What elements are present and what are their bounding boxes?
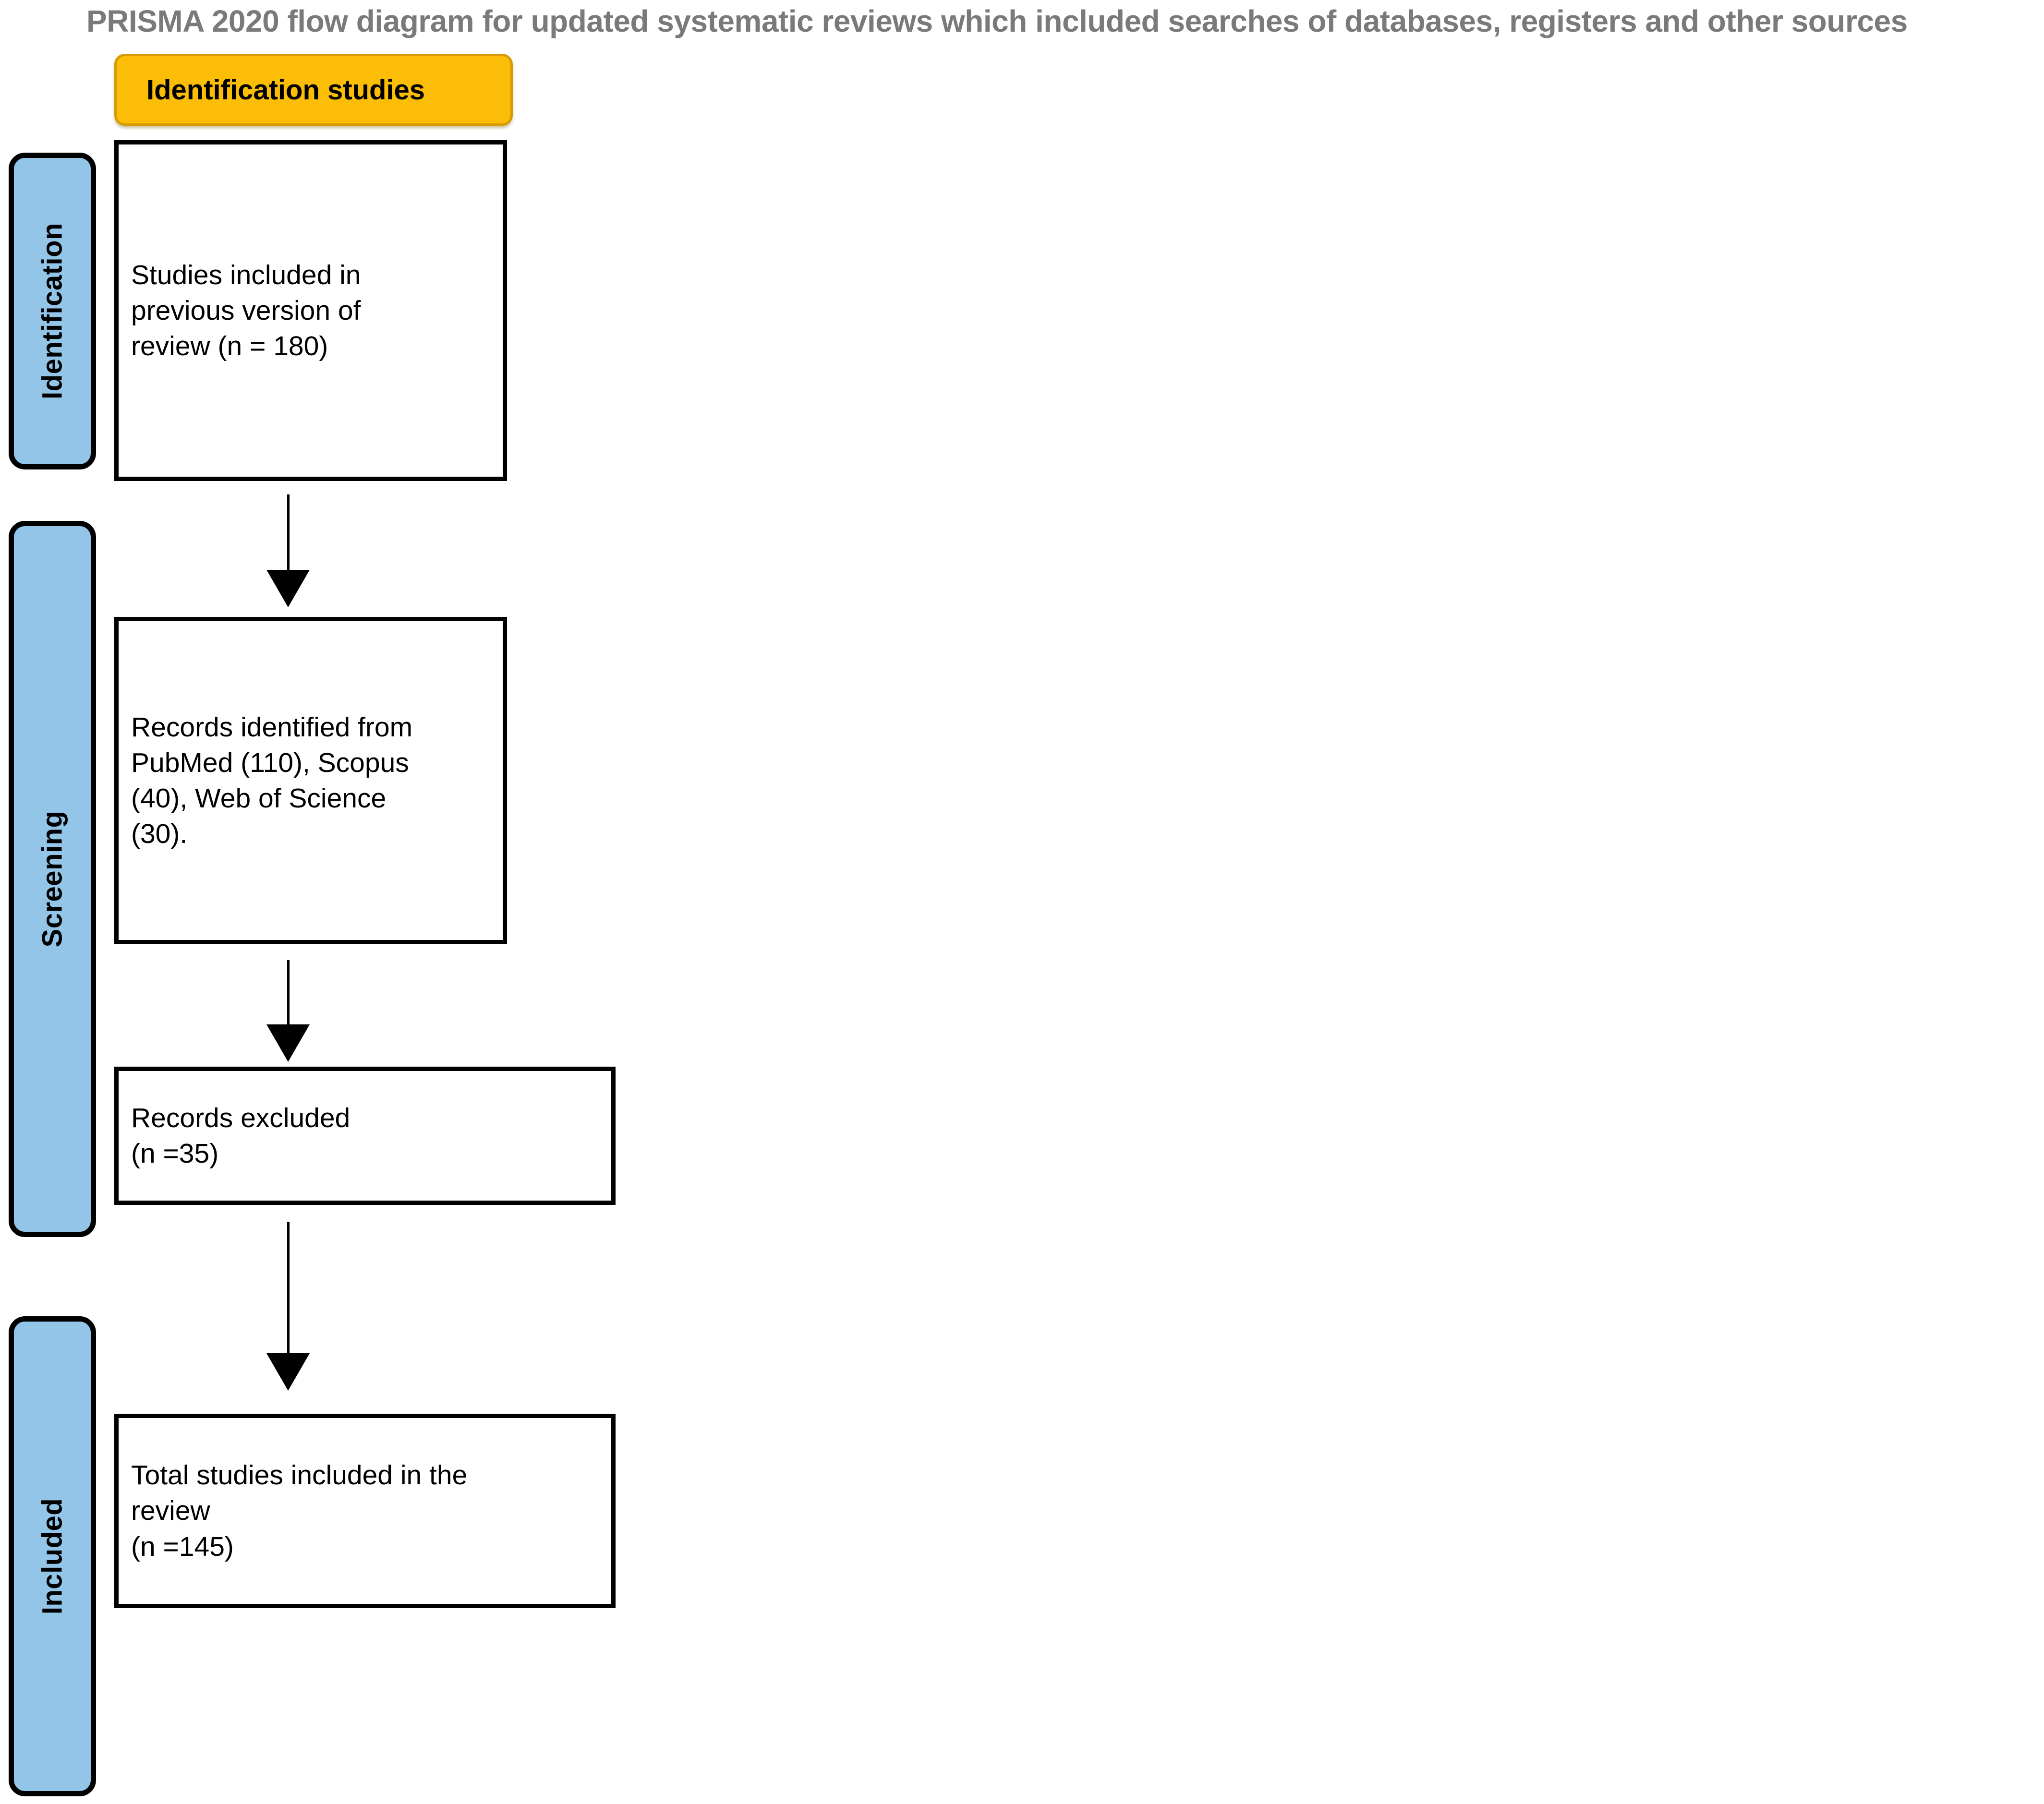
flow-box-records-excluded-text: Records excluded (n =35) — [131, 1102, 351, 1169]
stage-chip-identification-studies: Identification studies — [114, 54, 513, 126]
stage-bar-identification-label: Identification — [36, 223, 68, 399]
stage-chip-label: Identification studies — [146, 74, 425, 106]
arrow-shaft — [287, 1222, 290, 1353]
arrow-head-icon — [266, 1024, 310, 1062]
arrow-head-icon — [266, 570, 310, 607]
flow-box-total-included-text: Total studies included in the review (n … — [131, 1460, 468, 1562]
flow-box-previous-studies-text: Studies included in previous version of … — [131, 259, 361, 362]
stage-bar-included-label: Included — [36, 1498, 68, 1615]
stage-bar-identification: Identification — [9, 153, 96, 469]
page-title: PRISMA 2020 flow diagram for updated sys… — [86, 4, 1908, 38]
arrow-shaft — [287, 960, 290, 1024]
arrow-excluded-to-total — [266, 1222, 310, 1391]
stage-bar-included: Included — [9, 1316, 96, 1796]
arrow-previous-to-identified — [266, 494, 310, 607]
stage-bar-screening: Screening — [9, 521, 96, 1237]
stage-bar-screening-label: Screening — [36, 810, 68, 948]
arrow-head-icon — [266, 1353, 310, 1391]
flow-box-previous-studies: Studies included in previous version of … — [114, 140, 507, 481]
arrow-identified-to-excluded — [266, 960, 310, 1062]
flow-box-records-identified-text: Records identified from PubMed (110), Sc… — [131, 711, 413, 850]
flow-box-total-included: Total studies included in the review (n … — [114, 1414, 616, 1608]
arrow-shaft — [287, 494, 290, 570]
flow-box-records-excluded: Records excluded (n =35) — [114, 1067, 616, 1205]
flow-box-records-identified: Records identified from PubMed (110), Sc… — [114, 617, 507, 944]
